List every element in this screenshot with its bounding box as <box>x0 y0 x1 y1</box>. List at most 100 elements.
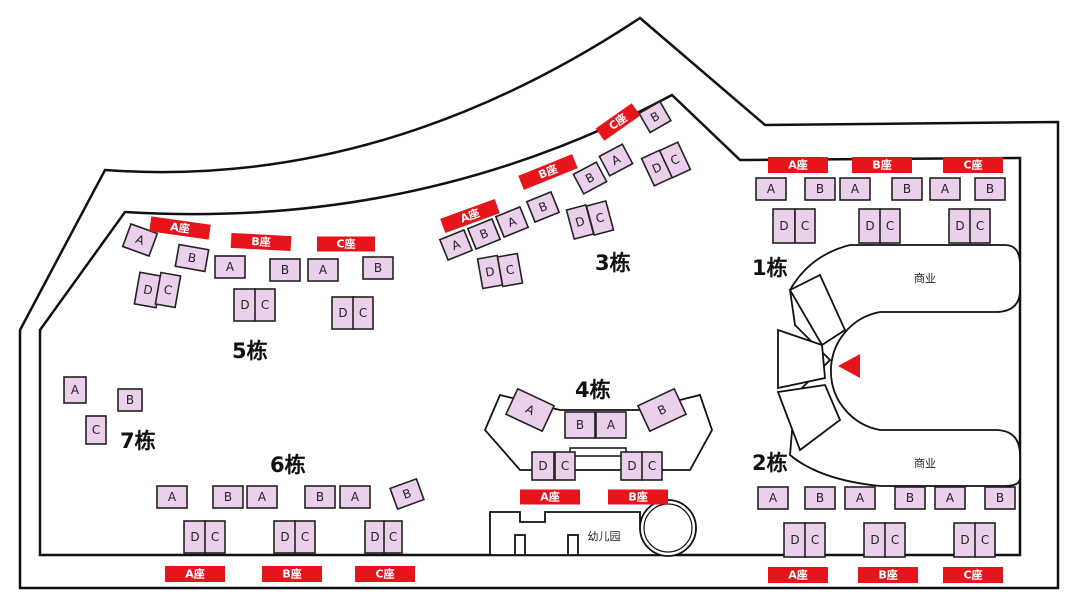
unit-a[interactable]: A <box>844 486 876 510</box>
unit-a[interactable]: A <box>307 258 339 282</box>
unit-d[interactable]: D <box>948 208 972 244</box>
unit-c[interactable]: C <box>884 522 906 558</box>
unit-b[interactable]: B <box>466 217 502 251</box>
unit-d[interactable]: D <box>183 520 207 554</box>
unit-c[interactable]: C <box>352 296 374 330</box>
block-tag[interactable]: B座 <box>518 154 578 190</box>
unit-c[interactable]: C <box>254 288 276 322</box>
unit-d[interactable]: D <box>331 296 355 330</box>
unit-shape <box>246 485 278 509</box>
unit-label: B <box>906 491 914 505</box>
block-tag[interactable]: A座 <box>440 199 500 233</box>
unit-shape <box>438 228 474 262</box>
unit-label: D <box>240 298 249 312</box>
block-tag[interactable]: C座 <box>595 103 641 141</box>
unit-b[interactable]: B <box>572 161 608 195</box>
unit-d[interactable]: D <box>565 203 595 241</box>
unit-a[interactable]: A <box>755 177 787 201</box>
unit-c[interactable]: C <box>496 252 524 288</box>
unit-a[interactable]: A <box>839 177 871 201</box>
unit-a[interactable]: A <box>598 143 634 177</box>
unit-d[interactable]: D <box>863 522 887 558</box>
unit-d[interactable]: D <box>783 522 807 558</box>
unit-b[interactable]: B <box>174 243 210 273</box>
block-tag[interactable]: A座 <box>768 157 828 173</box>
block-tag[interactable]: B座 <box>230 232 292 252</box>
block-tag[interactable]: A座 <box>165 566 225 582</box>
unit-a[interactable]: A <box>504 387 556 433</box>
unit-a[interactable]: A <box>438 228 474 262</box>
unit-c[interactable]: C <box>658 141 692 179</box>
unit-c[interactable]: C <box>974 522 996 558</box>
unit-a[interactable]: A <box>494 205 530 239</box>
unit-c[interactable]: C <box>554 451 576 481</box>
unit-a[interactable]: A <box>757 486 789 510</box>
block-tag[interactable]: C座 <box>355 566 415 582</box>
block-tag-label: B座 <box>282 567 301 581</box>
unit-b[interactable]: B <box>804 177 836 201</box>
block-tag-label: A座 <box>185 567 205 581</box>
unit-d[interactable]: D <box>233 288 257 322</box>
unit-a[interactable]: A <box>156 485 188 509</box>
block-tag[interactable]: C座 <box>943 567 1003 583</box>
unit-b[interactable]: B <box>212 485 244 509</box>
unit-c[interactable]: C <box>804 522 826 558</box>
unit-b[interactable]: B <box>636 387 688 433</box>
unit-a[interactable]: A <box>595 411 627 439</box>
unit-d[interactable]: D <box>273 520 297 554</box>
unit-b[interactable]: B <box>525 190 561 224</box>
unit-d[interactable]: D <box>364 520 386 554</box>
unit-a[interactable]: A <box>339 485 371 509</box>
unit-b[interactable]: B <box>804 486 836 510</box>
unit-c[interactable]: C <box>969 208 991 244</box>
unit-c[interactable]: C <box>204 520 226 554</box>
block-tag[interactable]: A座 <box>768 567 828 583</box>
unit-shape <box>494 205 530 239</box>
block-tag[interactable]: B座 <box>262 566 322 582</box>
unit-d[interactable]: D <box>953 522 977 558</box>
unit-a[interactable]: A <box>934 486 966 510</box>
block-tag[interactable]: B座 <box>852 157 912 173</box>
unit-a[interactable]: A <box>121 222 159 258</box>
unit-c[interactable]: C <box>879 208 901 244</box>
unit-c[interactable]: C <box>85 415 107 445</box>
unit-c[interactable]: C <box>294 520 316 554</box>
unit-c[interactable]: C <box>585 199 615 237</box>
unit-b[interactable]: B <box>269 258 301 282</box>
unit-c[interactable]: C <box>794 208 816 244</box>
unit-b[interactable]: B <box>638 100 672 134</box>
unit-c[interactable]: C <box>641 451 663 481</box>
unit-b[interactable]: B <box>304 485 336 509</box>
unit-b[interactable]: B <box>984 486 1016 510</box>
unit-a[interactable]: A <box>214 255 246 279</box>
unit-c[interactable]: C <box>383 520 403 554</box>
block-tag[interactable]: B座 <box>608 489 668 505</box>
unit-d[interactable]: D <box>620 451 644 481</box>
unit-d[interactable]: D <box>858 208 882 244</box>
block-tag[interactable]: C座 <box>943 157 1003 173</box>
unit-b[interactable]: B <box>362 256 394 280</box>
unit-c[interactable]: C <box>154 271 182 309</box>
unit-d[interactable]: D <box>531 451 555 481</box>
unit-b[interactable]: B <box>564 411 596 439</box>
unit-b[interactable]: B <box>894 486 926 510</box>
block-tag[interactable]: A座 <box>520 489 580 505</box>
unit-a[interactable]: A <box>246 485 278 509</box>
unit-b[interactable]: B <box>974 177 1006 201</box>
block-tag[interactable]: C座 <box>317 236 375 252</box>
unit-b[interactable]: B <box>891 177 923 201</box>
block-tag[interactable]: A座 <box>149 216 211 240</box>
unit-d[interactable]: D <box>772 208 796 244</box>
unit-b[interactable]: B <box>389 477 425 511</box>
unit-a[interactable]: A <box>63 376 87 404</box>
block-tag[interactable]: B座 <box>858 567 918 583</box>
unit-a[interactable]: A <box>929 177 961 201</box>
unit-b[interactable]: B <box>117 388 143 412</box>
